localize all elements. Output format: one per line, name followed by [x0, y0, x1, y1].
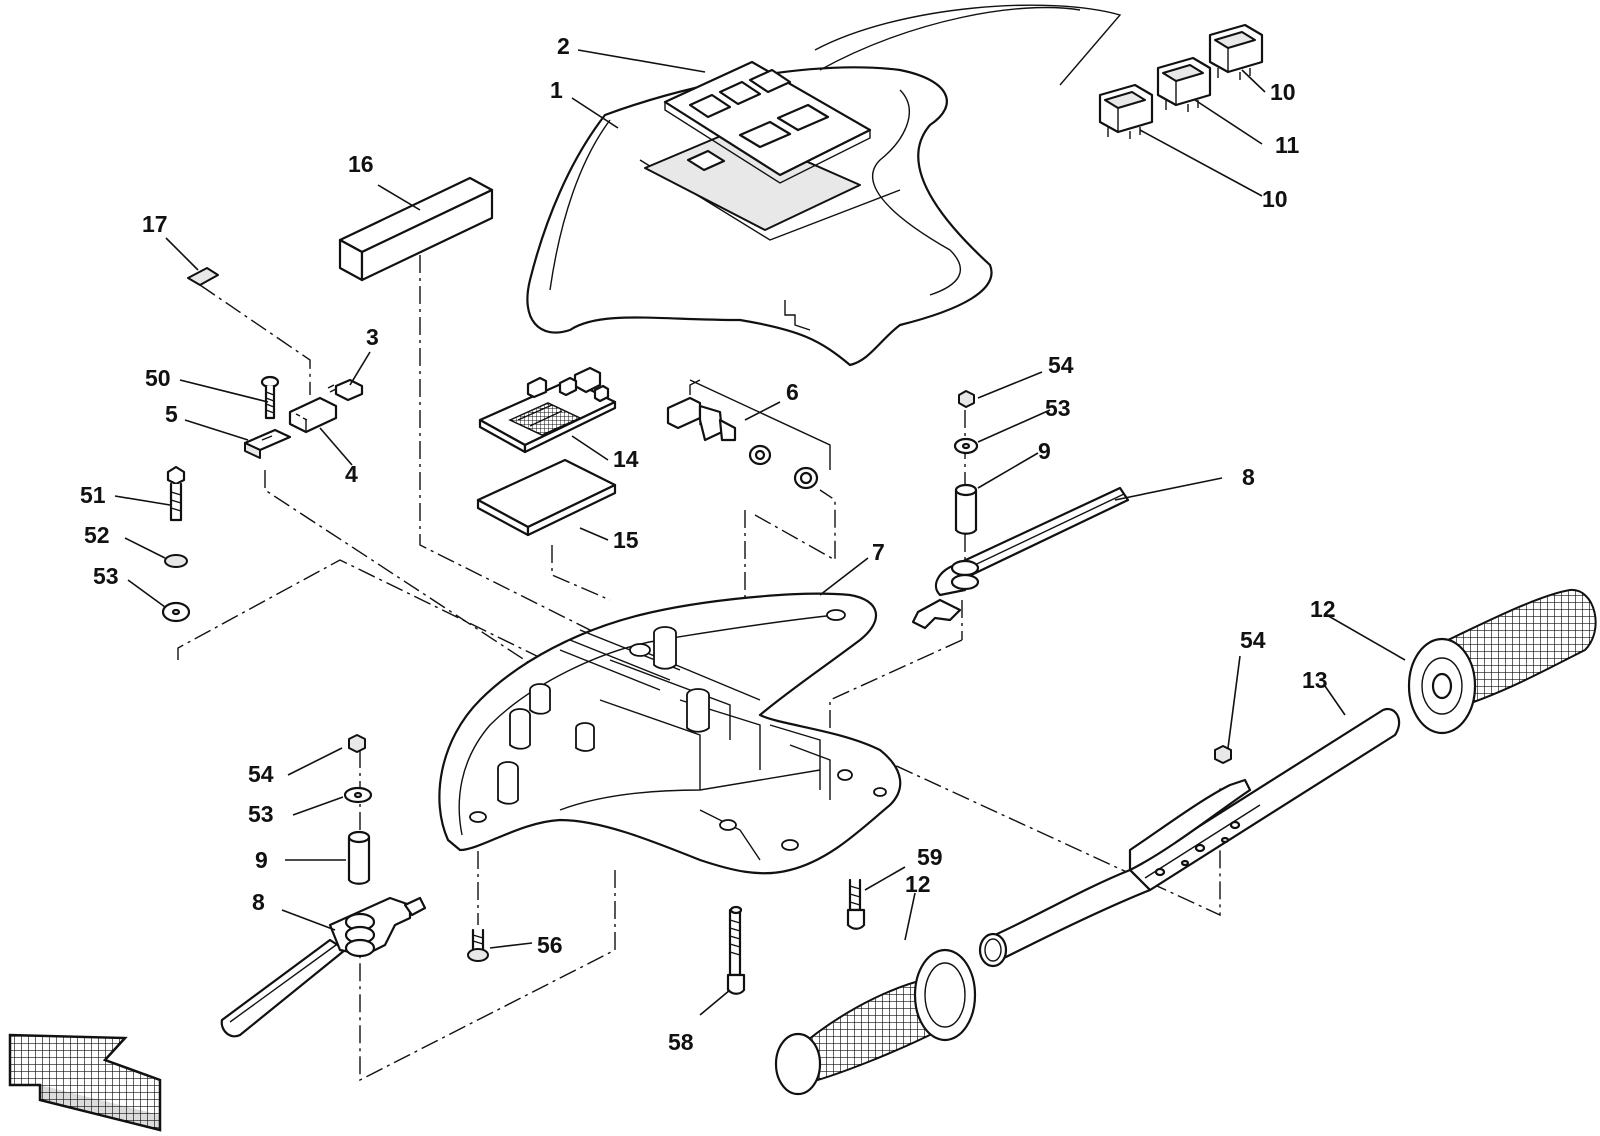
washer-part-52: [164, 554, 188, 568]
nut-part-54-tube: [1214, 745, 1232, 764]
switch-part-11: [1156, 56, 1212, 112]
callout-16: 16: [348, 151, 374, 177]
callout-15: 15: [613, 527, 639, 553]
callout-53-right: 53: [1045, 395, 1071, 421]
callout-4: 4: [345, 461, 358, 487]
callout-11: 11: [1275, 132, 1300, 158]
pad-part-17: [187, 267, 219, 286]
callout-10-bottom: 10: [1262, 186, 1288, 212]
lever-part-8-left: [220, 896, 427, 1038]
callout-1: 1: [550, 77, 563, 103]
callout-8-right: 8: [1242, 464, 1255, 490]
bolt-part-51: [166, 465, 186, 522]
screw-part-50: [260, 375, 280, 420]
callout-7: 7: [872, 539, 885, 565]
washer-part-53-right: [953, 437, 979, 455]
callout-9-right: 9: [1038, 438, 1051, 464]
switch-part-10-bottom: [1098, 83, 1154, 139]
callout-12-right: 12: [1310, 596, 1336, 622]
callout-59: 59: [917, 844, 943, 870]
lever-part-8-right: [911, 486, 1130, 630]
spacer-part-9-left: [347, 830, 371, 885]
callout-13: 13: [1302, 667, 1328, 693]
callout-54-left: 54: [248, 761, 274, 787]
callout-12-left: 12: [905, 871, 931, 897]
callout-14: 14: [613, 446, 639, 472]
washer-part-53-left-stack: [343, 786, 373, 804]
callout-17: 17: [142, 211, 168, 237]
callout-9-left: 9: [255, 847, 268, 873]
callout-51: 51: [80, 482, 106, 508]
handle-housing-part-7: [438, 592, 902, 875]
callout-52: 52: [84, 522, 110, 548]
bracket-part-5: [243, 428, 292, 459]
handlebar-tube-part-13: [978, 707, 1401, 968]
callout-50: 50: [145, 365, 171, 391]
callout-54-right: 54: [1048, 352, 1074, 378]
callout-2: 2: [557, 33, 570, 59]
callout-56: 56: [537, 932, 563, 958]
pad-part-15: [476, 458, 617, 537]
callout-54-tube: 54: [1240, 627, 1266, 653]
grip-part-12-right: [1407, 588, 1597, 735]
washer-part-53-left: [161, 601, 191, 623]
switch-part-10-top: [1208, 23, 1264, 80]
nut-part-54-left: [348, 734, 366, 753]
leader-lines: [114, 49, 1406, 1016]
orientation-arrow-icon: [8, 1033, 162, 1132]
callout-3: 3: [366, 324, 379, 350]
bolt-part-59: [846, 878, 866, 930]
callout-53-left: 53: [93, 563, 119, 589]
callout-6: 6: [786, 379, 799, 405]
callout-labels: 1 2 3 4 5 6 7 8 8 9 9 10 10 11 12 12 13 …: [80, 33, 1336, 1055]
callout-10-top: 10: [1270, 79, 1296, 105]
callout-8-left: 8: [252, 889, 265, 915]
callout-5: 5: [165, 401, 178, 427]
circuit-board-part-14: [478, 366, 617, 454]
screw-part-56: [467, 928, 489, 962]
foam-block-part-16: [338, 176, 494, 282]
callout-58: 58: [668, 1029, 694, 1055]
keypad-panel-part-2: [644, 60, 872, 231]
connector-part-4: [288, 396, 338, 434]
key-switch-part-6: [666, 379, 831, 490]
callout-53-stack: 53: [248, 801, 274, 827]
bolt-part-58: [726, 905, 746, 995]
plug-part-3: [327, 378, 364, 402]
nut-part-54-right: [958, 390, 975, 408]
spacer-part-9-right: [954, 483, 978, 535]
grip-part-12-left: [774, 948, 977, 1096]
